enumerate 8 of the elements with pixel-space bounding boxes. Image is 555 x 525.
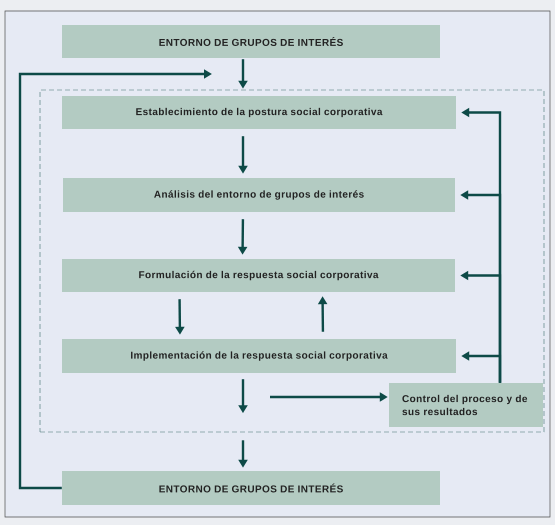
stakeholder-box: ENTORNO DE GRUPOS DE INTERÉS bbox=[62, 471, 440, 505]
process-box: Formulación de la respuesta social corporativa bbox=[62, 259, 455, 292]
dashed-frame bbox=[40, 90, 544, 432]
stakeholder-box: ENTORNO DE GRUPOS DE INTERÉS bbox=[62, 25, 440, 58]
process-box: Implementación de la respuesta social corporativa bbox=[62, 339, 456, 373]
control-box: Control del proceso y de sus resultados bbox=[389, 383, 543, 427]
process-box: Establecimiento de la postura social corporativa bbox=[62, 96, 456, 129]
process-box: Análisis del entorno de grupos de interés bbox=[63, 178, 455, 212]
